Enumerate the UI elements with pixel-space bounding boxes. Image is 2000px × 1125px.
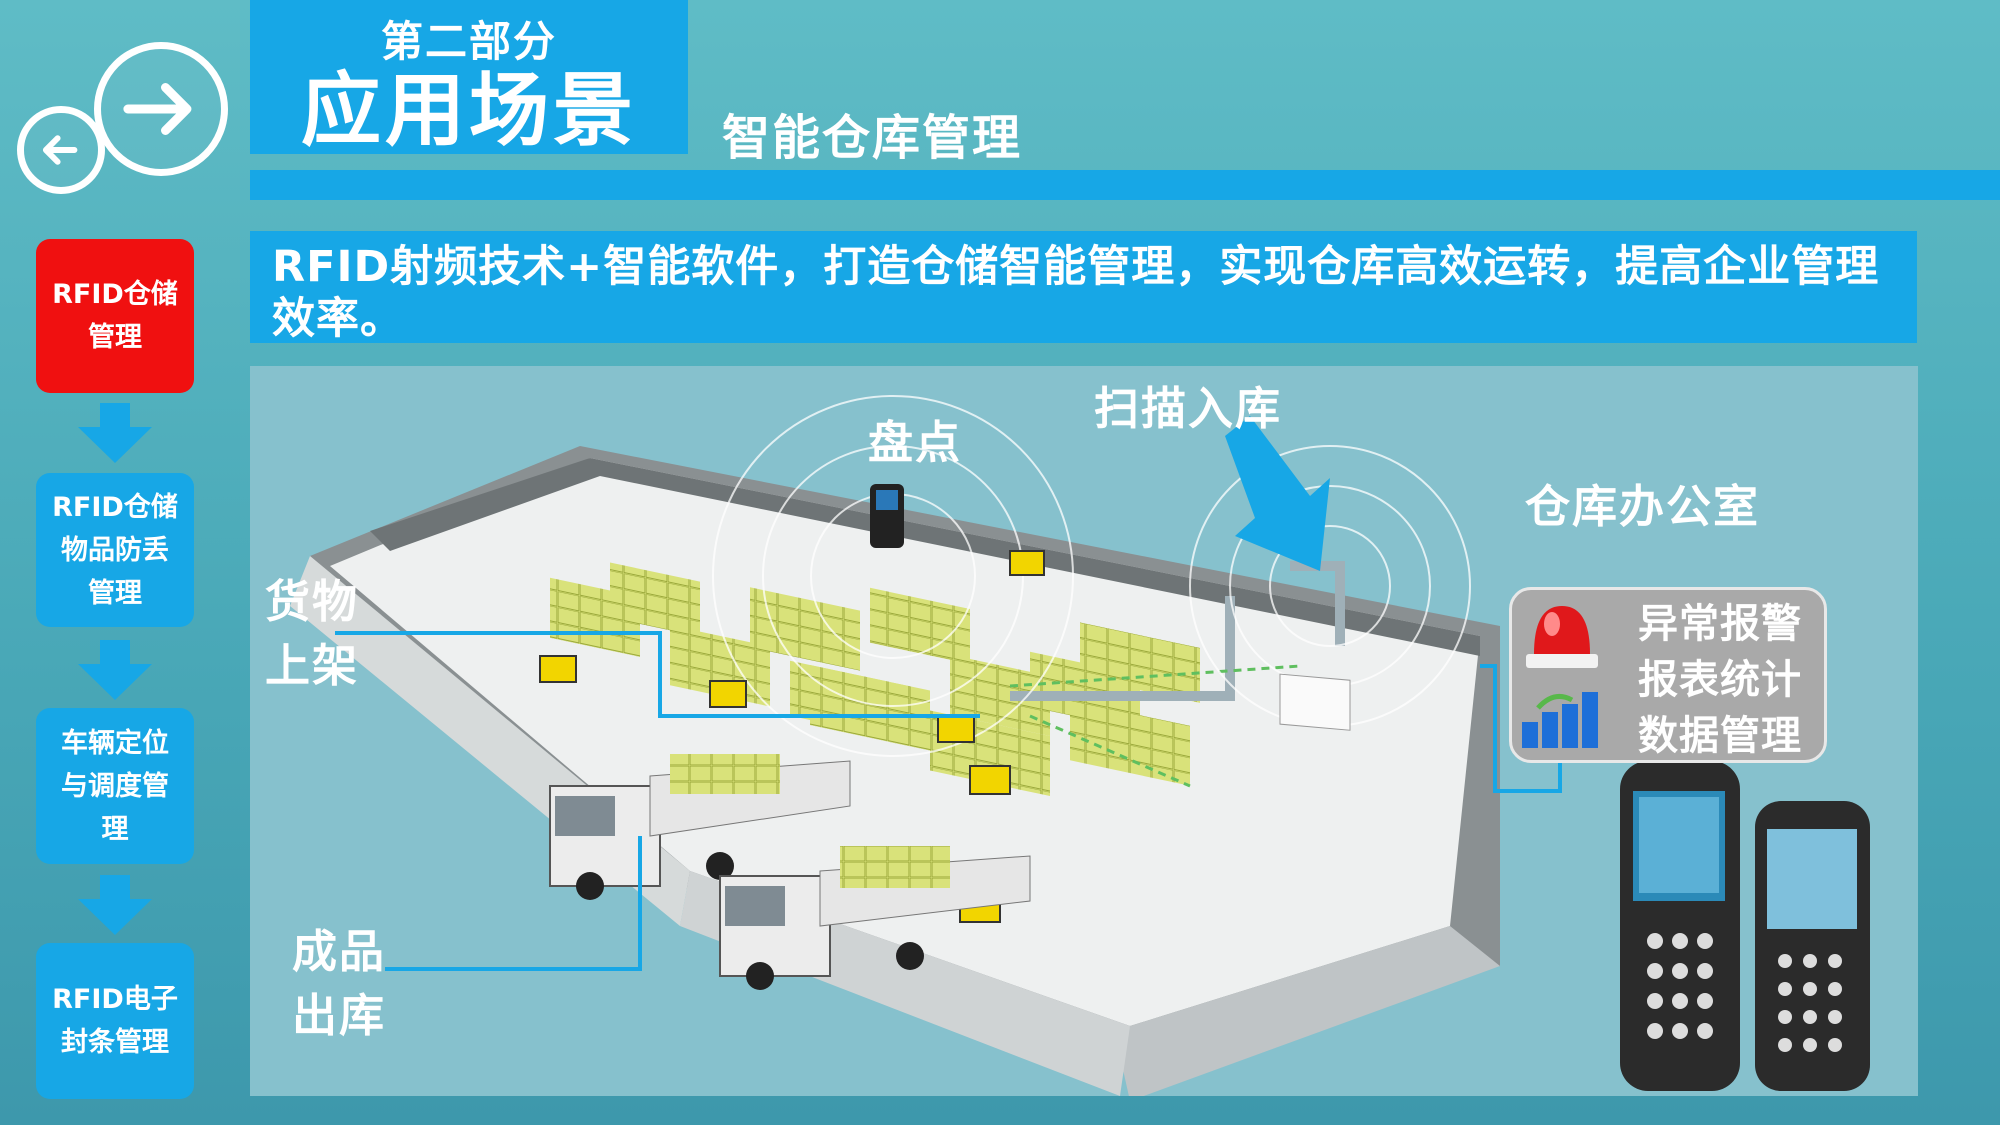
header-divider (250, 170, 2000, 200)
handheld-terminal-icons (1620, 761, 1870, 1091)
data-line: 数据管理 (1638, 713, 1802, 759)
conveyor (1010, 561, 1345, 701)
down-arrow-icon (78, 403, 152, 463)
label-shelving: 货物上架 (265, 575, 360, 692)
report-line: 报表统计 (1638, 657, 1802, 703)
section-header: 第二部分 应用场景 (250, 0, 688, 157)
warehouse-illustration (250, 366, 1918, 1096)
down-arrow-icon (78, 640, 152, 700)
alarm-light-icon (1526, 606, 1598, 668)
label-office: 仓库办公室 (1525, 480, 1761, 533)
label-scan-in: 扫描入库 (1094, 382, 1283, 435)
sidebar-item-e-seal[interactable]: RFID电子封条管理 (36, 943, 194, 1099)
pallet-stacks (550, 562, 1200, 797)
label-connectors (335, 631, 1562, 971)
sidebar-item-anti-loss[interactable]: RFID仓储物品防丢管理 (36, 473, 194, 627)
arrow-right-icon (123, 83, 192, 135)
warehouse-scene (290, 395, 1562, 1096)
bar-chart-icon (1522, 692, 1598, 748)
arrow-left-icon (42, 135, 78, 165)
sidebar-item-label: RFID电子封条管理 (52, 984, 178, 1058)
back-button[interactable] (17, 106, 105, 194)
section-title: 应用场景 (301, 64, 637, 157)
page-subtitle: 智能仓库管理 (722, 110, 1023, 166)
sidebar-item-label: RFID仓储管理 (52, 279, 178, 353)
down-arrow-icon (78, 875, 152, 935)
sidebar-item-label: RFID仓储物品防丢管理 (52, 491, 178, 609)
truck-icons (549, 754, 1031, 990)
label-outbound: 成品出库 (292, 925, 387, 1042)
sidebar-item-label: 车辆定位与调度管理 (61, 727, 169, 845)
alert-line: 异常报警 (1638, 601, 1802, 647)
forward-button[interactable] (94, 42, 228, 176)
office-panel-text: 异常报警 报表统计 数据管理 (1638, 596, 1802, 764)
sidebar-item-rfid-warehouse[interactable]: RFID仓储管理 (36, 239, 194, 393)
sidebar-item-vehicle-dispatch[interactable]: 车辆定位与调度管理 (36, 708, 194, 864)
section-number: 第二部分 (380, 17, 557, 66)
label-inventory: 盘点 (868, 416, 963, 469)
handheld-scanner-icon (870, 484, 904, 548)
office-panel: 异常报警 报表统计 数据管理 (1509, 587, 1827, 763)
intro-banner: RFID射频技术+智能软件，打造仓储智能管理，实现仓库高效运转，提高企业管理效率… (250, 231, 1917, 344)
scan-arrow-icon (1225, 416, 1330, 571)
